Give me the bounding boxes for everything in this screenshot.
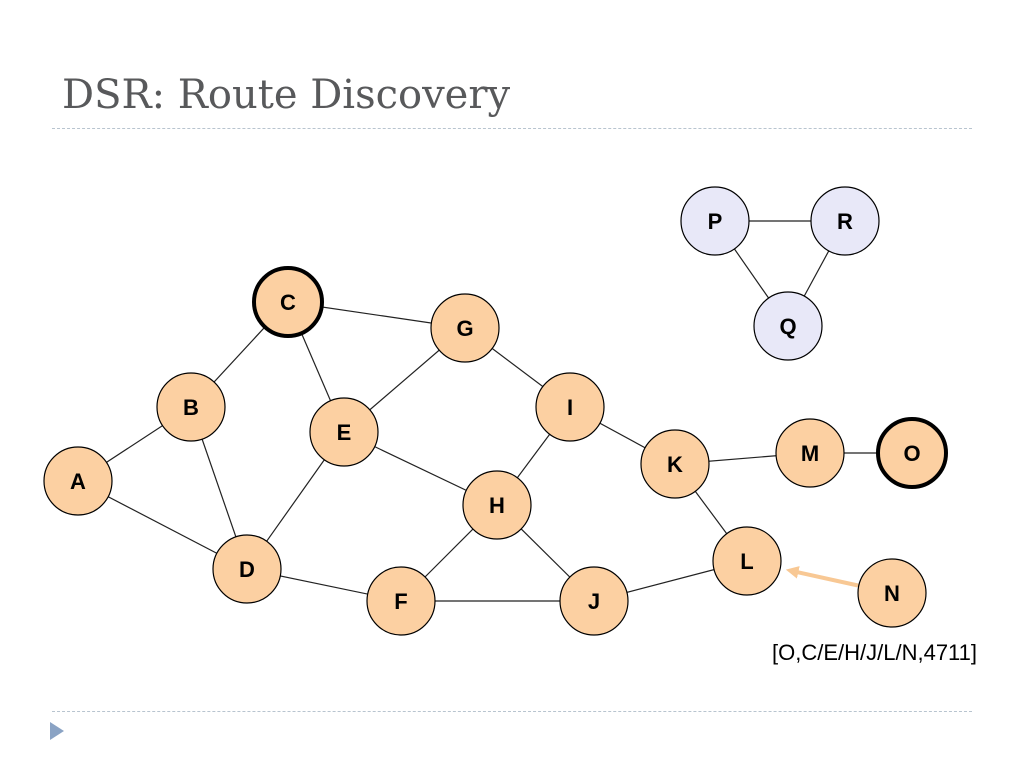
node-circle [309, 397, 379, 467]
node-circle [462, 470, 532, 540]
node-label: N [884, 581, 900, 606]
node-circle [366, 566, 436, 636]
node-e: E [309, 397, 379, 467]
node-d: D [212, 534, 282, 604]
node-circle [535, 372, 605, 442]
node-label: I [567, 395, 573, 420]
node-label: Q [779, 314, 796, 339]
node-m: M [775, 418, 845, 488]
footer-divider [52, 711, 972, 712]
node-b: B [156, 372, 226, 442]
node-circle [680, 186, 750, 256]
node-label: R [837, 209, 853, 234]
node-label: D [239, 557, 255, 582]
node-label: E [337, 420, 352, 445]
node-label: H [489, 493, 505, 518]
node-label: K [667, 452, 683, 477]
node-o: O [876, 417, 948, 489]
node-circle [876, 417, 948, 489]
node-label: A [70, 469, 86, 494]
route-reply-arrow [785, 566, 859, 588]
node-c: C [252, 266, 324, 338]
node-a: A [43, 446, 113, 516]
node-j: J [559, 566, 629, 636]
node-circle [857, 558, 927, 628]
node-circle [252, 266, 324, 338]
node-circle [775, 418, 845, 488]
node-r: R [810, 186, 880, 256]
node-n: N [857, 558, 927, 628]
node-label: P [708, 209, 723, 234]
node-circle [156, 372, 226, 442]
node-circle [712, 526, 782, 596]
node-l: L [712, 526, 782, 596]
node-p: P [680, 186, 750, 256]
node-g: G [430, 293, 500, 363]
node-circle [430, 293, 500, 363]
node-circle [810, 186, 880, 256]
node-label: C [280, 290, 296, 315]
title-divider [52, 128, 972, 129]
node-label: B [183, 395, 199, 420]
node-i: I [535, 372, 605, 442]
node-circle [640, 429, 710, 499]
slide-title: DSR: Route Discovery [62, 72, 511, 118]
node-k: K [640, 429, 710, 499]
node-q: Q [753, 291, 823, 361]
node-label: M [801, 441, 819, 466]
bullet-arrow-icon [50, 722, 64, 740]
node-h: H [462, 470, 532, 540]
node-f: F [366, 566, 436, 636]
node-label: O [903, 441, 920, 466]
node-circle [559, 566, 629, 636]
node-label: J [588, 589, 600, 614]
node-label: F [394, 589, 407, 614]
node-label: G [456, 316, 473, 341]
node-circle [43, 446, 113, 516]
node-circle [753, 291, 823, 361]
node-circle [212, 534, 282, 604]
route-record-label: [O,C/E/H/J/L/N,4711] [772, 640, 978, 665]
node-label: L [740, 549, 753, 574]
